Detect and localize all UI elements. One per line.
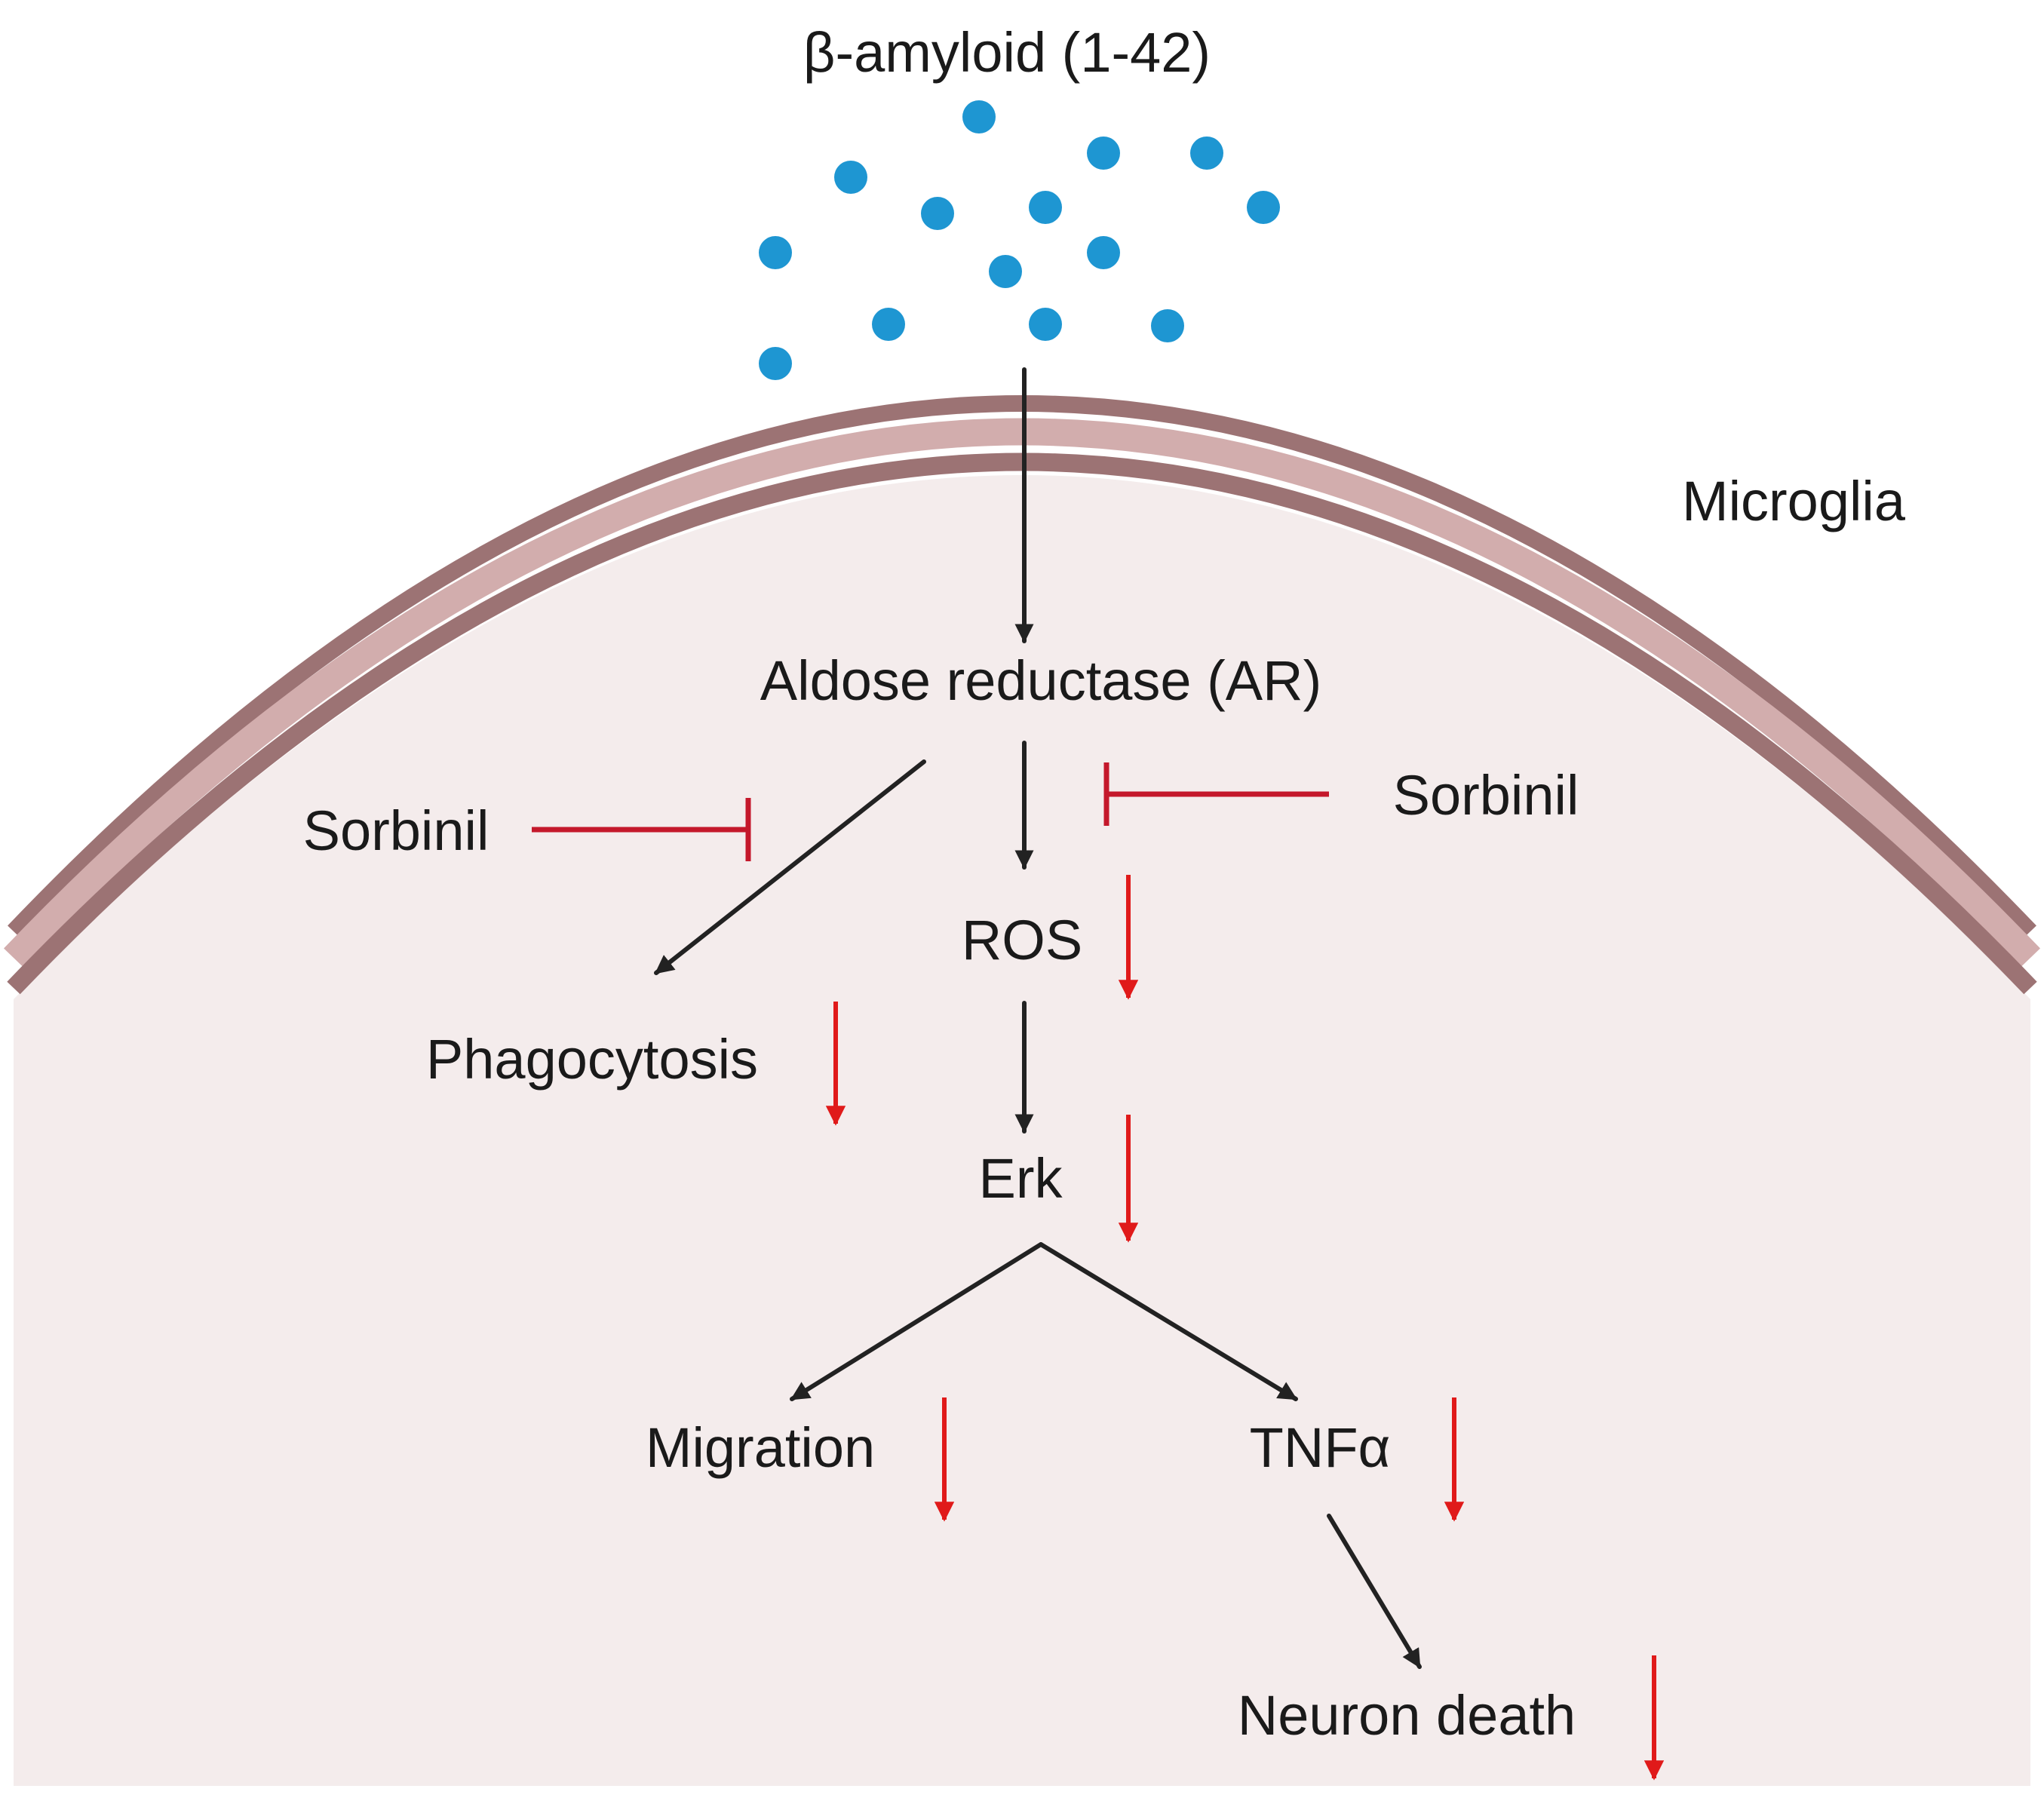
amyloid-particle (921, 197, 954, 230)
sorbinil-right-label: Sorbinil (1393, 764, 1579, 827)
amyloid-particle (1151, 309, 1184, 342)
amyloid-particle (834, 161, 867, 194)
amyloid-particle (1087, 236, 1120, 269)
arrow-ar-to-phagocytosis (654, 759, 926, 975)
erk-label: Erk (979, 1147, 1063, 1210)
arrow-tnf-to-neuron-death (1327, 1514, 1422, 1669)
pathway-arrows (654, 367, 1422, 1669)
phagocytosis-label: Phagocytosis (426, 1028, 758, 1091)
migration-label: Migration (646, 1416, 875, 1479)
amyloid-particle-icon (759, 100, 1280, 380)
sorbinil-left-label: Sorbinil (303, 799, 490, 862)
amyloid-particle (1190, 137, 1223, 170)
amyloid-label: β-amyloid (1-42) (803, 21, 1211, 84)
ar-label: Aldose reductase (AR) (760, 649, 1321, 712)
amyloid-particle (1247, 191, 1280, 224)
amyloid-particle (962, 100, 996, 133)
amyloid-particle (989, 255, 1022, 288)
down-arrow-icon (825, 875, 1665, 1781)
cell-label: Microglia (1682, 470, 1906, 532)
tnf-label: TNFα (1250, 1416, 1391, 1479)
amyloid-particle (759, 236, 792, 269)
amyloid-particle (1029, 308, 1062, 341)
amyloid-particle (872, 308, 905, 341)
neuron-death-label: Neuron death (1238, 1684, 1576, 1747)
amyloid-particle (759, 347, 792, 380)
amyloid-particle (1029, 191, 1062, 224)
amyloid-particle (1087, 137, 1120, 170)
ros-label: ROS (962, 909, 1082, 971)
arrow-erk-to-migration (790, 1242, 1043, 1401)
arrow-erk-to-tnf (1039, 1242, 1298, 1401)
inhibition-bar-icon (532, 762, 1329, 861)
